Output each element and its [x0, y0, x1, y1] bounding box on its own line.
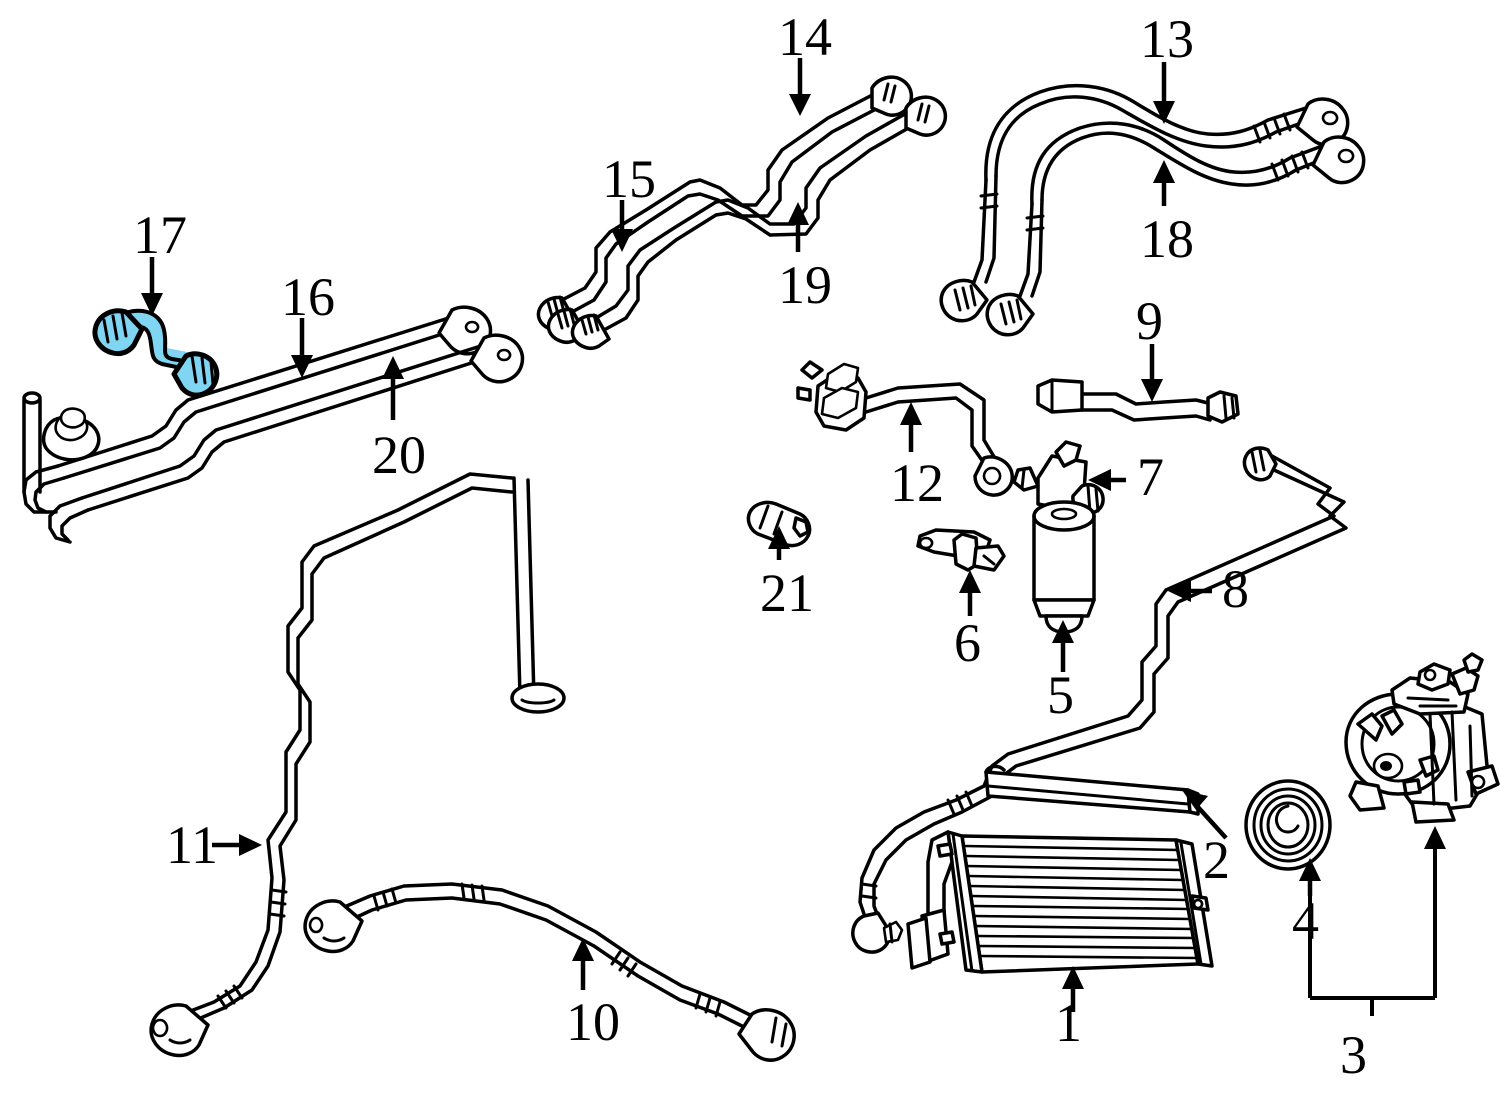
arrow-5 [1052, 620, 1074, 672]
arrow-13 [1153, 62, 1175, 124]
part-13-heater-hose-upper [939, 83, 1350, 323]
arrow-3-bracket [1308, 826, 1446, 1016]
callout-label-2: 2 [1203, 830, 1230, 890]
callout-label-17: 17 [133, 205, 187, 265]
arrow-2 [1182, 790, 1228, 840]
part-20-long-heater-pipe-lower [80, 333, 525, 512]
part-9-short-hose [1036, 378, 1240, 424]
part-6-mounting-bracket [916, 528, 1006, 572]
callout-label-1: 1 [1055, 993, 1082, 1053]
part-14-heater-pipe-upper [536, 90, 880, 344]
part-5-receiver-drier [1032, 500, 1096, 634]
callout-label-8: 8 [1222, 559, 1249, 619]
part-10-suction-hose [303, 882, 796, 1062]
callout-label-14: 14 [778, 7, 832, 67]
part-4-compressor-clutch-pulley [1244, 779, 1332, 871]
arrow-15 [611, 200, 633, 252]
callout-label-18: 18 [1140, 209, 1194, 269]
arrow-10 [572, 938, 594, 990]
arrow-12 [900, 402, 922, 452]
callout-label-12: 12 [890, 453, 944, 513]
arrow-14 [789, 58, 811, 116]
callout-label-21: 21 [760, 563, 814, 623]
part-7-pressure-switch [1012, 440, 1105, 516]
arrow-21 [768, 526, 790, 560]
arrow-7 [1088, 469, 1126, 491]
callout-label-10: 10 [566, 992, 620, 1052]
arrow-1 [1062, 966, 1084, 1012]
arrow-9 [1141, 344, 1163, 402]
part-1-condenser [906, 830, 1214, 974]
part-19-heater-pipe-mid [570, 108, 914, 350]
callout-label-9: 9 [1136, 291, 1163, 351]
arrow-18 [1153, 160, 1175, 206]
callout-label-13: 13 [1140, 9, 1194, 69]
arrow-11 [212, 834, 262, 856]
part-2-condenser-upper-rail [984, 764, 1200, 816]
part-17-connector-hose-highlighted [92, 308, 220, 398]
callout-label-7: 7 [1137, 447, 1164, 507]
callout-label-5: 5 [1047, 665, 1074, 725]
arrow-16 [291, 318, 313, 378]
arrow-19 [787, 202, 809, 252]
arrow-6 [959, 570, 981, 616]
arrow-8 [1168, 580, 1212, 602]
part-18-heater-hose-lower [985, 121, 1366, 337]
callout-label-15: 15 [602, 149, 656, 209]
arrow-17 [141, 257, 163, 316]
part-8-refrigerant-line [851, 446, 1348, 954]
callout-label-11: 11 [166, 815, 218, 875]
callout-label-6: 6 [954, 613, 981, 673]
pipe-16-20-left-ends [22, 391, 101, 544]
pipe-14-19-right-fittings [870, 75, 948, 137]
arrow-20 [382, 356, 404, 420]
callout-label-4: 4 [1292, 891, 1319, 951]
callout-label-16: 16 [281, 267, 335, 327]
callout-label-20: 20 [372, 425, 426, 485]
part-12-expansion-valve-line [796, 360, 1014, 497]
arrow-4 [1299, 858, 1321, 896]
callout-label-3: 3 [1340, 1025, 1367, 1085]
callout-label-19: 19 [778, 255, 832, 315]
part-3-compressor-assembly [1344, 652, 1500, 824]
part-11-long-refrigerant-pipe [149, 472, 566, 1058]
callout-arrows [141, 58, 1446, 1016]
part-16-long-heater-pipe-upper [56, 305, 493, 480]
part-21-expansion-valve-orifice [746, 500, 812, 548]
